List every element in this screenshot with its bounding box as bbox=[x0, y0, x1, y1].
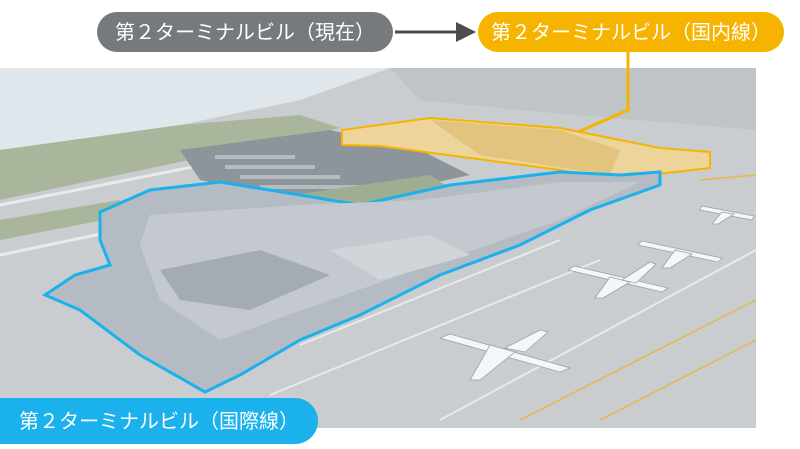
airplane-3 bbox=[637, 240, 723, 269]
grass-strip bbox=[0, 115, 340, 200]
domestic-leader-line bbox=[577, 52, 630, 134]
water-area bbox=[0, 68, 390, 150]
arrow-right-icon bbox=[395, 22, 476, 42]
label-international-terminal: 第２ターミナルビル（国際線） bbox=[0, 398, 318, 444]
label-domestic-terminal: 第２ターミナルビル（国内線） bbox=[478, 12, 784, 52]
airplane-1 bbox=[438, 329, 572, 381]
airplane-4 bbox=[699, 205, 755, 225]
label-current-terminal: 第２ターミナルビル（現在） bbox=[97, 12, 393, 52]
airplane-2 bbox=[567, 261, 669, 299]
